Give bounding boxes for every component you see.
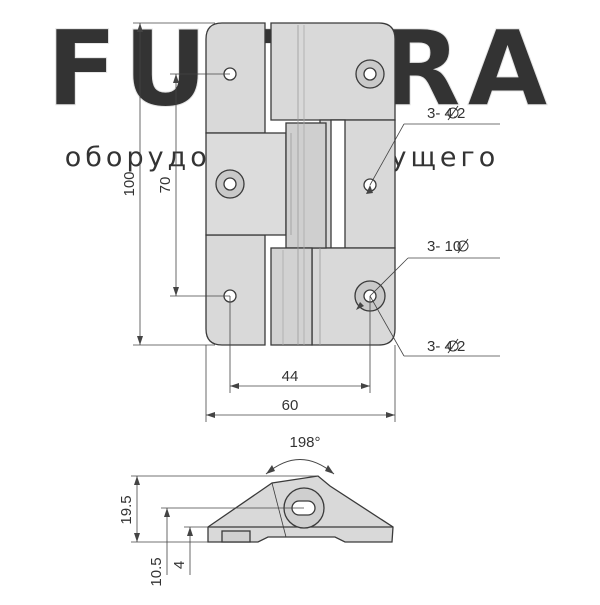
dimension-label-60: 60 — [282, 397, 299, 414]
arrowhead — [366, 185, 373, 194]
dimension-label-4: 4 — [171, 561, 188, 569]
diameter-icon — [447, 338, 459, 354]
side-view-slot — [221, 530, 251, 543]
arrowhead — [266, 465, 275, 474]
arrowhead — [173, 74, 179, 83]
diameter-icon — [447, 105, 459, 121]
left-upper-leaf — [205, 22, 266, 134]
arrowhead — [134, 533, 140, 542]
dimension-label-10-5: 10.5 — [148, 557, 165, 586]
right-upper-leaf — [270, 22, 396, 121]
diameter-icon — [447, 107, 459, 119]
window-cutout — [330, 119, 346, 249]
side-view-edge — [271, 482, 287, 538]
callout-large-holes: 3- 10 — [427, 238, 461, 255]
arrowhead — [173, 287, 179, 296]
arrowhead — [356, 302, 364, 310]
diameter-icon — [447, 340, 459, 352]
side-dimension-arrows — [134, 476, 193, 542]
large-hole-inner — [223, 177, 237, 191]
hinge-side-view — [207, 475, 394, 543]
opening-angle-arc — [265, 459, 335, 475]
front-dimension-arrows — [137, 23, 395, 418]
callout-small-holes-top: 3- 4.2 — [427, 105, 465, 122]
arrowhead — [325, 465, 334, 474]
dimension-label-44: 44 — [282, 368, 299, 385]
hinge-knuckle-lower — [270, 247, 313, 346]
callout-small-holes-bottom: 3- 4.2 — [427, 338, 465, 355]
diameter-icon — [457, 240, 469, 252]
leader-small-bottom — [369, 295, 405, 357]
dimension-label-100: 100 — [121, 171, 138, 196]
opening-angle-label: 198° — [289, 434, 320, 451]
arrowhead — [230, 383, 239, 389]
front-dimensions — [133, 22, 500, 422]
arrowhead — [134, 476, 140, 485]
arrowhead — [137, 336, 143, 345]
arrowhead — [386, 412, 395, 418]
hinge-knuckle-upper — [285, 122, 327, 249]
diameter-symbols — [447, 105, 469, 354]
diameter-icon — [457, 238, 469, 254]
arrowhead — [187, 527, 193, 536]
leader-small-top — [369, 123, 405, 186]
left-lower-leaf — [205, 234, 266, 346]
arrowhead — [206, 412, 215, 418]
arrowhead — [361, 383, 370, 389]
hinge-front-view — [205, 22, 396, 346]
dimension-label-19-5: 19.5 — [118, 495, 135, 524]
side-dimensions — [131, 475, 318, 575]
right-lower-leaf — [311, 247, 396, 346]
dimension-label-70: 70 — [157, 177, 174, 194]
leader-large — [369, 257, 409, 297]
large-hole-inner — [363, 67, 377, 81]
arrowhead — [164, 508, 170, 517]
arrowhead — [137, 23, 143, 32]
